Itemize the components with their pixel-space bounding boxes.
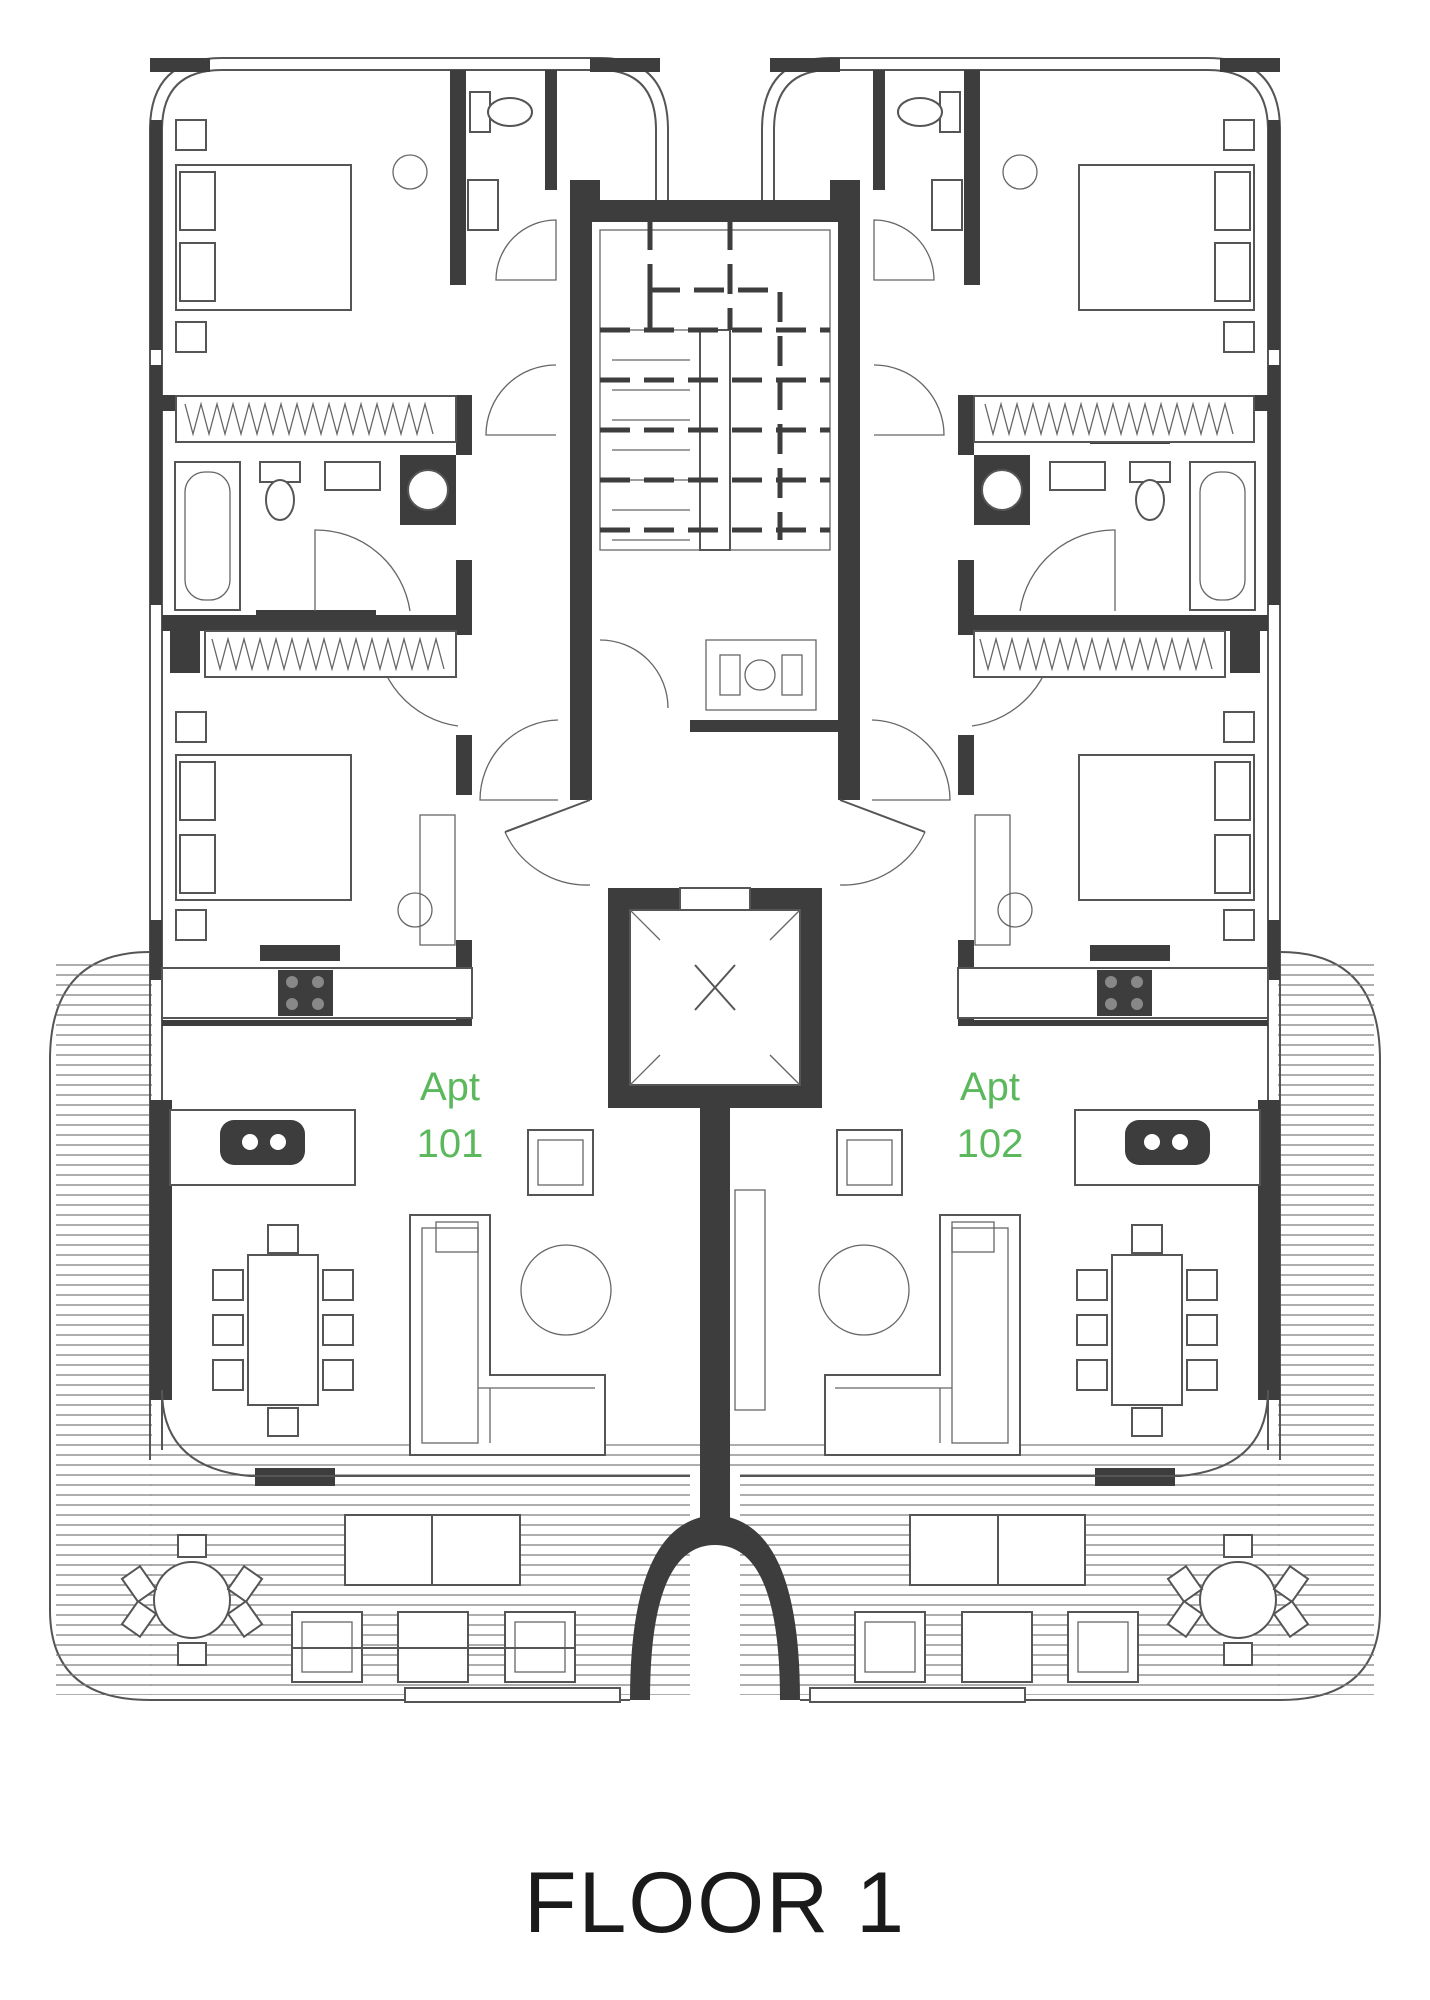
bed-icon: [175, 754, 352, 901]
toilet-icon: [259, 461, 301, 521]
apt-101-label-line1: Apt: [420, 1065, 480, 1109]
apt-102-label-line1: Apt: [960, 1065, 1020, 1109]
apt-101-label-line2: 101: [417, 1122, 484, 1166]
sink-icon: [467, 179, 963, 231]
living-area-right: [734, 1109, 1261, 1456]
wardrobe-icon: [204, 630, 457, 678]
bed-icon: [1078, 164, 1255, 311]
dining-table-icon: [1076, 1224, 1218, 1437]
bedroom-lower-right: [957, 711, 1269, 1019]
bed-icon: [175, 164, 352, 311]
terrace-furniture-right: [809, 1514, 1310, 1703]
wardrobe-icon: [973, 395, 1255, 443]
bedroom-upper-left: [175, 119, 457, 443]
stairs-icon: [599, 220, 831, 551]
toilet-icon: [1129, 461, 1171, 521]
sofa-icon: [824, 1214, 1021, 1456]
floor-title: FLOOR 1: [524, 1855, 906, 1951]
exterior-walls: [149, 57, 1281, 1486]
bathroom-right: [973, 455, 1260, 678]
sink-icon: [1074, 1109, 1261, 1186]
living-area-left: [169, 1109, 612, 1456]
apt-102-label-line2: 102: [957, 1122, 1024, 1166]
sofa-icon: [409, 1214, 606, 1456]
stair-lift-icon: [690, 639, 840, 732]
toilet-icon: [897, 91, 961, 133]
wardrobe-icon: [973, 630, 1226, 678]
bathtub-icon: [174, 461, 241, 611]
sink-icon: [324, 461, 381, 491]
bedroom-lower-left: [161, 711, 473, 1019]
toilet-icon: [469, 91, 533, 133]
terrace-furniture-left: [120, 1514, 621, 1703]
doors: [314, 219, 1116, 886]
sink-icon: [169, 1109, 356, 1186]
elevator-icon: [608, 887, 822, 1108]
bathroom-left: [170, 455, 457, 678]
bathtub-icon: [1189, 461, 1256, 611]
bed-icon: [1078, 754, 1255, 901]
wardrobe-icon: [175, 395, 457, 443]
dining-table-icon: [212, 1224, 354, 1437]
bedroom-upper-right: [973, 119, 1255, 443]
sink-icon: [1049, 461, 1106, 491]
